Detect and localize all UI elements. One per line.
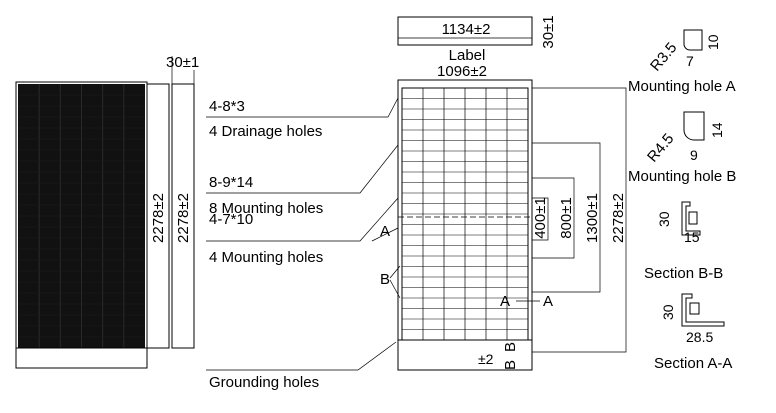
dim-400: 400±1	[532, 197, 549, 239]
section-bb-title: Section B-B	[644, 265, 723, 282]
side-thickness-dim: 30±1	[166, 54, 199, 71]
label-width-dim: 1134±2	[442, 21, 491, 38]
section-aa-w: 28.5	[686, 329, 713, 345]
front-height-dim: 2278±2	[150, 193, 167, 243]
section-bb-w: 15	[684, 229, 700, 245]
side-frame	[171, 83, 195, 349]
back-grid	[402, 88, 528, 340]
side-view: 30±1 2278±2	[166, 54, 199, 349]
back-bottom-dim: ±2	[478, 351, 494, 367]
callout-mounting-8-desc: 8 Mounting holes	[209, 200, 323, 217]
callout-grounding-desc: Grounding holes	[209, 374, 319, 391]
section-aa-h: 30	[660, 304, 676, 320]
section-marker-a-left: A	[380, 223, 390, 240]
detail-section-bb: 30 15 Section B-B	[644, 201, 723, 282]
hole-a-title: Mounting hole A	[628, 78, 736, 95]
label-height-dim: 30±1	[540, 15, 557, 48]
back-view: 1096±2 ±2 400±1 800±1 1300±1 2278±2 A B …	[380, 63, 627, 371]
section-marker-b-left: B	[380, 271, 390, 288]
hole-a-w: 7	[686, 53, 694, 69]
section-marker-a-bottom-right: A	[543, 293, 553, 310]
detail-hole-a: R3.5 10 7 Mounting hole A	[628, 29, 736, 95]
callout-drainage-spec: 4-8*3	[209, 98, 245, 115]
detail-section-aa: 30 28.5 Section A-A	[654, 293, 732, 372]
dim-800: 800±1	[558, 197, 575, 239]
front-view: 2278±2	[15, 81, 170, 369]
callouts: 4-8*3 4 Drainage holes 8-9*14 8 Mounting…	[206, 97, 401, 391]
back-width-dim: 1096±2	[437, 63, 487, 80]
hole-a-radius: R3.5	[647, 39, 680, 74]
callout-mounting-4-spec: 4-7*10	[209, 211, 253, 228]
section-marker-b-bottom-2: B	[502, 360, 519, 370]
hole-b-title: Mounting hole B	[628, 168, 736, 185]
front-height-dim-box	[146, 83, 170, 349]
hole-b-h: 14	[709, 122, 725, 138]
section-aa-title: Section A-A	[654, 355, 732, 372]
label-caption: Label	[449, 47, 486, 64]
callout-mounting-8-spec: 8-9*14	[209, 174, 253, 191]
label-box: 1134±2 30±1 Label	[397, 15, 557, 64]
detail-hole-b: R4.5 14 9 Mounting hole B	[628, 111, 736, 185]
back-height-dim: 2278±2	[610, 193, 627, 243]
cell-grid	[18, 84, 145, 348]
dim-1300: 1300±1	[584, 193, 601, 243]
side-height-dim: 2278±2	[175, 193, 192, 243]
hole-b-radius: R4.5	[644, 130, 677, 165]
section-marker-b-bottom-1: B	[502, 342, 519, 352]
hole-b-w: 9	[690, 147, 698, 163]
hole-a-h: 10	[705, 34, 721, 50]
callout-drainage-desc: 4 Drainage holes	[209, 123, 322, 140]
callout-mounting-4-desc: 4 Mounting holes	[209, 249, 323, 266]
section-bb-h: 30	[656, 211, 672, 227]
section-marker-a-bottom-left: A	[500, 293, 510, 310]
